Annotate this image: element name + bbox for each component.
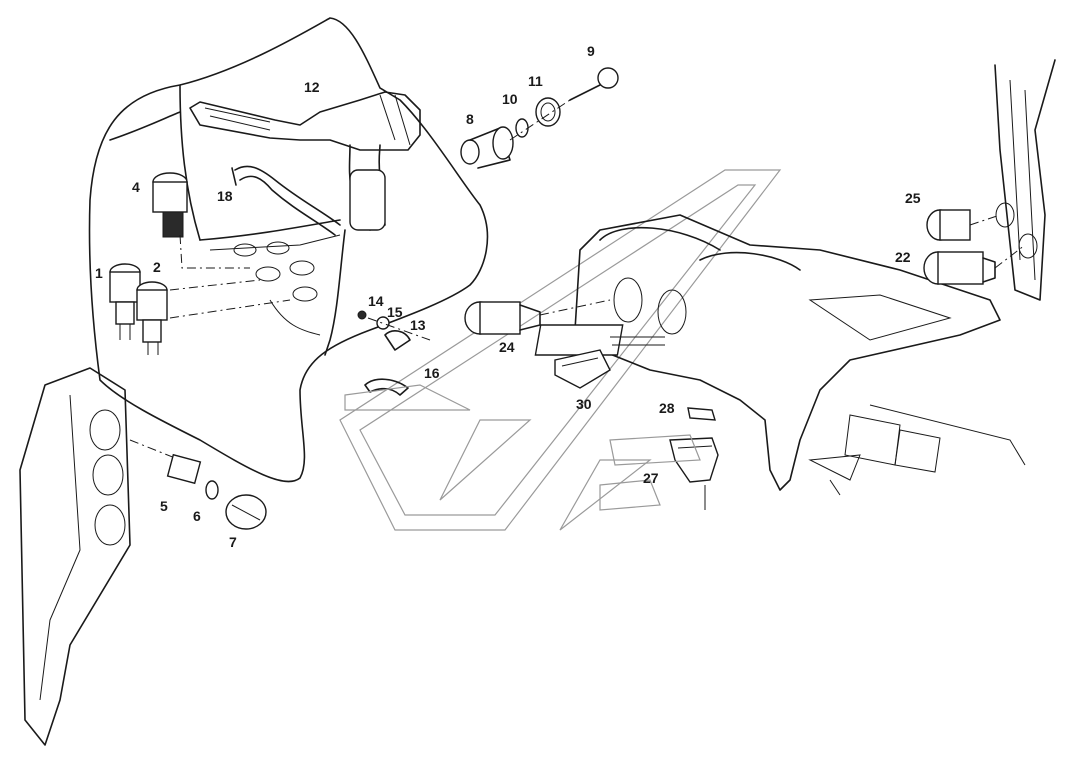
label-18: 18 (217, 188, 233, 204)
switch-22 (923, 244, 1026, 285)
switch-24 (464, 299, 611, 335)
label-16: 16 (424, 365, 440, 381)
label-11: 11 (528, 73, 543, 89)
guide-line (169, 299, 291, 319)
label-4: 4 (132, 179, 140, 195)
switch-1 (109, 263, 141, 340)
label-24: 24 (499, 339, 515, 355)
label-7: 7 (229, 534, 237, 550)
switch-25 (926, 209, 1001, 241)
ignition-switch (460, 67, 619, 169)
side-bracket (19, 367, 181, 746)
part-labels: 1 2 4 5 6 7 8 9 10 11 12 13 14 15 16 18 … (95, 43, 921, 550)
label-15: 15 (387, 304, 403, 320)
label-28: 28 (659, 400, 675, 416)
stalk-switch (189, 91, 421, 356)
dashboard-panel (534, 214, 1026, 496)
label-13: 13 (410, 317, 426, 333)
label-2: 2 (153, 259, 161, 275)
clamp-parts (357, 310, 431, 396)
label-1: 1 (95, 265, 103, 281)
ribbon-cable (231, 165, 341, 236)
label-27: 27 (643, 470, 659, 486)
switch-2 (136, 281, 168, 355)
label-9: 9 (587, 43, 595, 59)
side-post (994, 59, 1056, 301)
switch-5 (166, 453, 267, 530)
label-6: 6 (193, 508, 201, 524)
cowl-holes (233, 241, 318, 302)
dashboard-cowl (88, 17, 489, 483)
rocker-switch-27 (669, 407, 719, 510)
rocker-switch-30 (554, 349, 611, 389)
label-22: 22 (895, 249, 911, 265)
label-30: 30 (576, 396, 592, 412)
label-25: 25 (905, 190, 921, 206)
label-5: 5 (160, 498, 168, 514)
label-14: 14 (368, 293, 384, 309)
switch-4 (152, 172, 250, 269)
label-10: 10 (502, 91, 518, 107)
watermark-frames (344, 384, 701, 511)
label-12: 12 (304, 79, 320, 95)
guide-line (169, 279, 261, 291)
label-8: 8 (466, 111, 474, 127)
watermark (339, 169, 782, 531)
